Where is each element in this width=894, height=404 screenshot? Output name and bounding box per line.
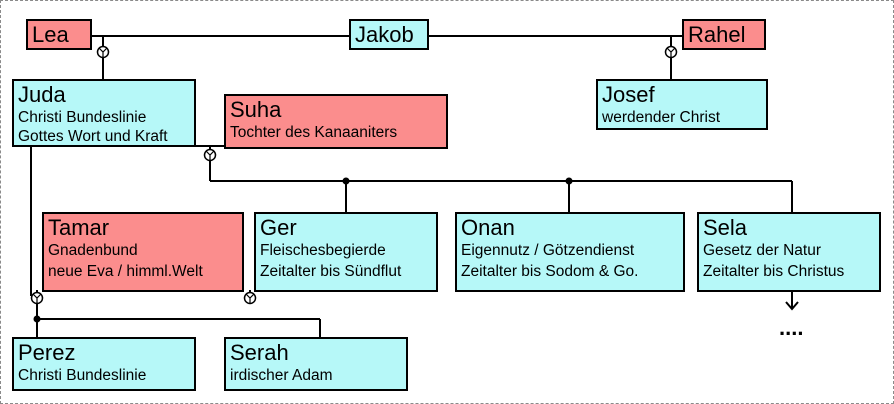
person-name: Perez [18, 340, 76, 365]
person-serah: Serah irdischer Adam [224, 337, 408, 391]
person-name: Tamar [48, 215, 110, 240]
person-attribute: Fleischesbegierde [260, 242, 386, 259]
person-attribute: Gnadenbund [48, 242, 138, 259]
person-attribute: Eigennutz / Götzendienst [461, 242, 635, 259]
person-lea: Lea [26, 19, 92, 50]
person-attribute: Zeitalter bis Sodom & Go. [461, 263, 639, 280]
person-attribute: Christi Bundeslinie [18, 109, 147, 126]
person-name: Serah [230, 340, 289, 365]
person-attribute: irdischer Adam [230, 367, 333, 384]
person-ger: Ger Fleischesbegierde Zeitalter bis Sünd… [254, 212, 438, 292]
person-suha: Suha Tochter des Kanaaniters [224, 94, 448, 149]
person-sela: Sela Gesetz der Natur Zeitalter bis Chri… [697, 212, 881, 292]
person-attribute: Gesetz der Natur [703, 242, 822, 259]
person-attribute: Tochter des Kanaaniters [230, 124, 398, 141]
person-rahel: Rahel [682, 19, 766, 50]
person-name: Onan [461, 215, 515, 240]
person-name: Josef [602, 82, 655, 107]
person-tamar: Tamar Gnadenbund neue Eva / himml.Welt [42, 212, 244, 292]
person-attribute: Christi Bundeslinie [18, 367, 147, 384]
person-name: Juda [18, 82, 66, 107]
person-name: Rahel [688, 22, 746, 47]
person-onan: Onan Eigennutz / Götzendienst Zeitalter … [455, 212, 685, 292]
person-name: Jakob [355, 22, 414, 47]
person-attribute: neue Eva / himml.Welt [48, 263, 203, 280]
person-attribute: Zeitalter bis Christus [703, 263, 845, 280]
person-josef: Josef werdender Christ [596, 79, 768, 130]
person-attribute: Zeitalter bis Sündflut [260, 263, 402, 280]
person-name: Lea [32, 22, 69, 47]
person-juda: Juda Christi Bundeslinie Gottes Wort und… [12, 79, 196, 147]
person-attribute: werdender Christ [602, 109, 721, 126]
person-name: Ger [260, 215, 297, 240]
person-name: Sela [703, 215, 748, 240]
continuation-ellipsis: .... [779, 315, 804, 340]
person-attribute: Gottes Wort und Kraft [18, 128, 168, 145]
person-jakob: Jakob [349, 19, 429, 50]
person-perez: Perez Christi Bundeslinie [12, 337, 196, 391]
person-name: Suha [230, 97, 282, 122]
